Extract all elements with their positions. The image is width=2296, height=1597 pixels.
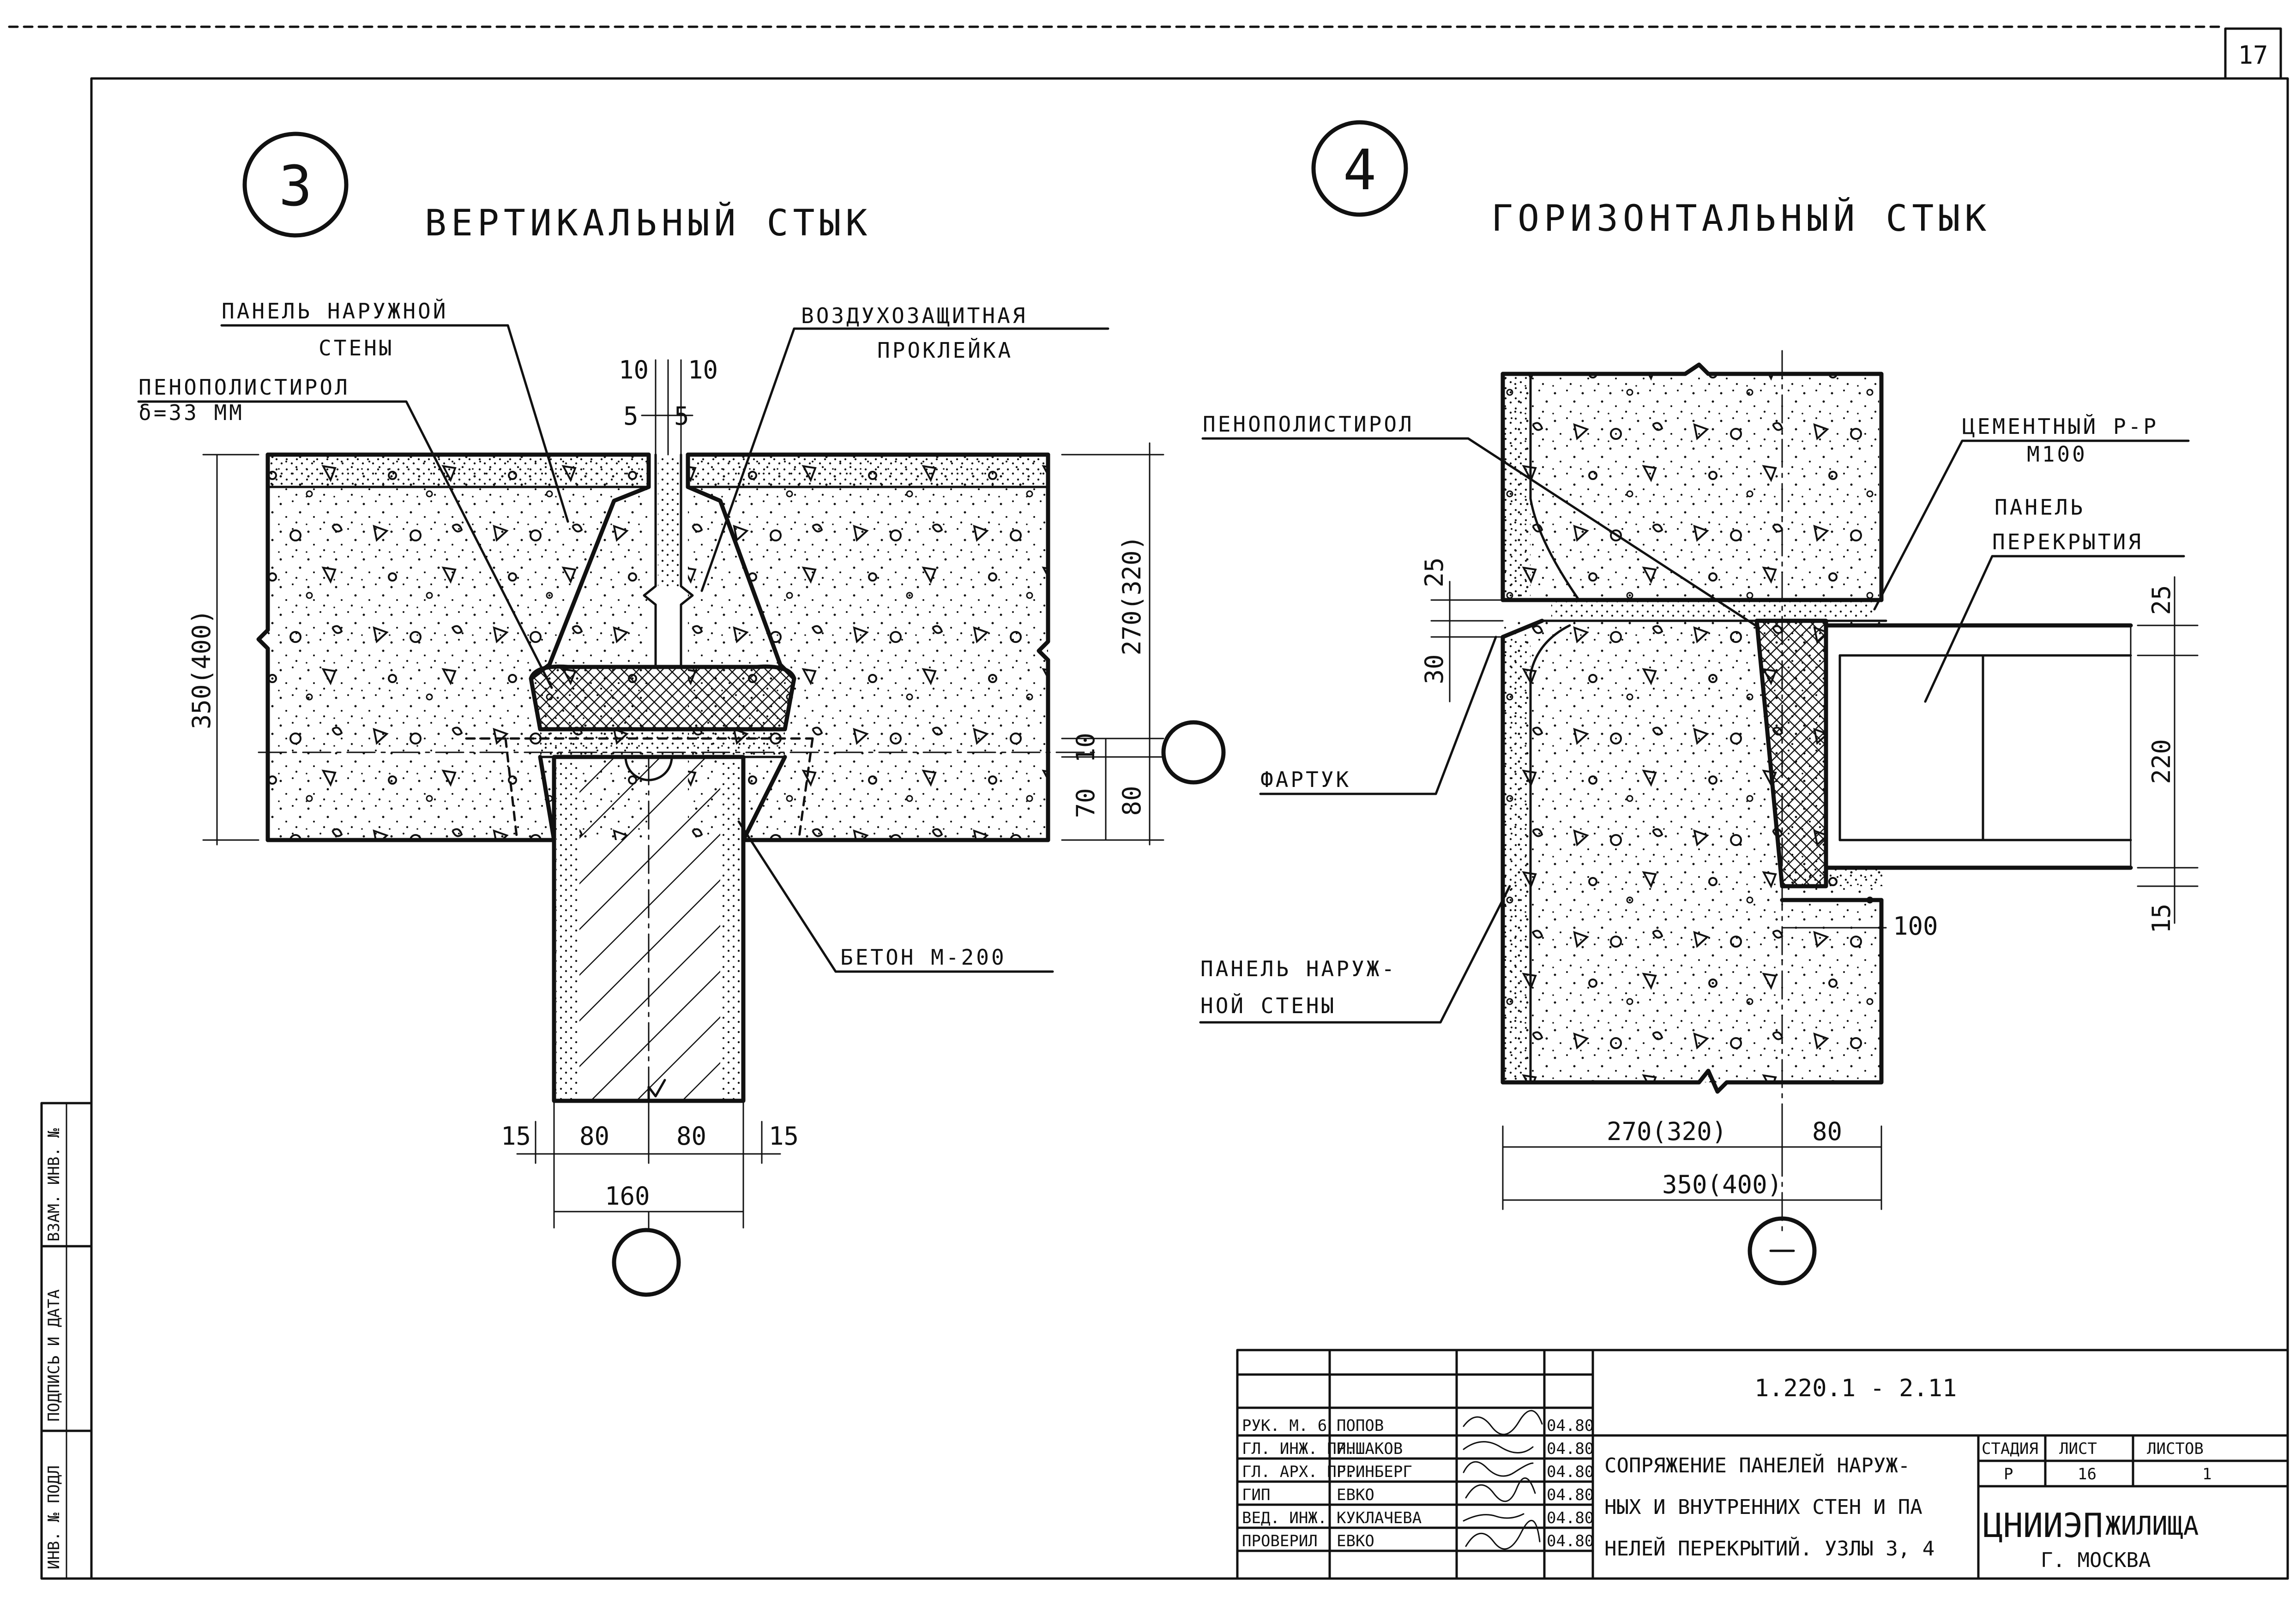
tb-sheet-header: ЛИСТ — [2059, 1440, 2097, 1458]
node3-label-air-2: ПРОКЛЕЙКА — [877, 338, 1013, 363]
node3-dim-80: 80 — [1117, 786, 1146, 816]
node3-dim-b80a: 80 — [579, 1122, 609, 1151]
node3-drawing: 3 ВЕРТИКАЛЬНЫЙ СТЫК — [137, 132, 1226, 1297]
node3-axis-marker-bottom — [612, 1228, 681, 1297]
tb-date-4: 04.80 — [1547, 1509, 1594, 1527]
tb-name-4: КУКЛАЧЕВА — [1337, 1509, 1422, 1527]
node4-dim-15: 15 — [2147, 903, 2176, 933]
node4-label-wall-2: НОЙ СТЕНЫ — [1200, 993, 1336, 1018]
tb-stage-value: Р — [2004, 1465, 2013, 1483]
tb-title-3: НЕЛЕЙ ПЕРЕКРЫТИЙ. УЗЛЫ 3, 4 — [1604, 1536, 1934, 1561]
node4-label-apron: ФАРТУК — [1260, 767, 1351, 792]
title-block: 1.220.1 - 2.11 РУК. М. 6 ПОПОВ 04.80 ГЛ.… — [1236, 1349, 2289, 1580]
node4-label-wall-1: ПАНЕЛЬ НАРУЖ- — [1200, 956, 1397, 981]
node4-dim-30: 30 — [1420, 654, 1449, 684]
node3-dim-gap-10b: 10 — [688, 355, 718, 384]
side-stamp: ИНВ. № ПОДЛ ПОДПИСЬ И ДАТА ВЗАМ. ИНВ. № — [40, 1102, 93, 1580]
tb-name-2: ГРИНБЕРГ — [1337, 1463, 1412, 1481]
tb-date-3: 04.80 — [1547, 1486, 1594, 1504]
node4-label-cement-1: ЦЕМЕНТНЫЙ Р-Р — [1962, 414, 2158, 439]
tb-role-1: ГЛ. ИНЖ. ПР. — [1242, 1440, 1356, 1458]
tb-date-1: 04.80 — [1547, 1440, 1594, 1458]
node4-dim-100: 100 — [1893, 912, 1938, 941]
side-sign: ПОДПИСЬ И ДАТА — [45, 1289, 63, 1422]
node3-dim-70: 70 — [1071, 788, 1100, 818]
tb-role-5: ПРОВЕРИЛ — [1242, 1532, 1318, 1550]
node4-label-cement-2: М100 — [2027, 442, 2087, 467]
node3-label-air-1: ВОЗДУХОЗАЩИТНАЯ — [801, 303, 1027, 328]
tb-row-5: ПРОВЕРИЛ ЕВКО 04.80 — [1242, 1532, 1594, 1550]
tb-role-3: ГИП — [1242, 1486, 1270, 1504]
sheet-frame: 17 — [8, 25, 2289, 1580]
tb-org-3: Г. МОСКВА — [2041, 1549, 2151, 1572]
node4-dim-25b: 25 — [2147, 585, 2176, 615]
node3-dim-gap-5a: 5 — [623, 402, 639, 431]
tb-role-0: РУК. М. 6 — [1242, 1417, 1327, 1435]
tb-org-1: ЦНИИЭП — [1983, 1506, 2103, 1545]
tb-sheet-value: 16 — [2078, 1465, 2097, 1483]
node3-dim-b80b: 80 — [676, 1122, 706, 1151]
node4-title: ГОРИЗОНТАЛЬНЫЙ СТЫК — [1491, 197, 1991, 240]
tb-code: 1.220.1 - 2.11 — [1754, 1375, 1957, 1402]
node3-label-panel-outer-1: ПАНЕЛЬ НАРУЖНОЙ — [222, 299, 448, 324]
node4-dim-w80: 80 — [1812, 1117, 1842, 1146]
tb-role-4: ВЕД. ИНЖ. — [1242, 1509, 1327, 1527]
node3-dim-height-inner: 270(320) — [1117, 535, 1146, 655]
tb-name-1: ИНШАКОВ — [1337, 1440, 1403, 1458]
node3-title: ВЕРТИКАЛЬНЫЙ СТЫК — [425, 202, 872, 244]
tb-row-3: ГИП ЕВКО 04.80 — [1242, 1486, 1594, 1504]
node3-dim-b15b: 15 — [769, 1122, 799, 1151]
tb-row-0: РУК. М. 6 ПОПОВ 04.80 — [1242, 1417, 1594, 1435]
node3-axis-marker-right — [1161, 720, 1226, 785]
tb-stage-header: СТАДИЯ — [1982, 1440, 2038, 1458]
node4-label-slab-2: ПЕРЕКРЫТИЯ — [1992, 529, 2143, 554]
tb-date-0: 04.80 — [1547, 1417, 1594, 1435]
node3-label-concrete: БЕТОН М-200 — [840, 945, 1006, 970]
node4-dim-220: 220 — [2147, 739, 2176, 784]
tb-date-2: 04.80 — [1547, 1463, 1594, 1481]
tb-name-0: ПОПОВ — [1337, 1417, 1384, 1435]
node3-dim-height-total: 350(400) — [187, 609, 216, 729]
tb-row-2: ГЛ. АРХ. ПР. ГРИНБЕРГ 04.80 — [1242, 1463, 1594, 1481]
tb-title-1: СОПРЯЖЕНИЕ ПАНЕЛЕЙ НАРУЖ- — [1604, 1453, 1910, 1477]
node4-dim-w270: 270(320) — [1607, 1117, 1727, 1146]
tb-sheets-header: ЛИСТОВ — [2147, 1440, 2204, 1458]
node4-axis-marker-bottom — [1748, 1216, 1817, 1285]
tb-sheets-value: 1 — [2202, 1465, 2212, 1483]
node3-label-panel-outer-2: СТЕНЫ — [319, 336, 394, 360]
tb-date-5: 04.80 — [1547, 1532, 1594, 1550]
node3-dim-b15a: 15 — [501, 1122, 531, 1151]
page-number-box — [2224, 27, 2282, 80]
node4-number-circle — [1311, 120, 1408, 217]
tb-role-2: ГЛ. АРХ. ПР. — [1242, 1463, 1356, 1481]
node3-number-circle — [242, 132, 349, 238]
node4-label-slab-1: ПАНЕЛЬ — [1995, 495, 2085, 520]
node4-label-foam: ПЕНОПОЛИСТИРОЛ — [1203, 412, 1414, 437]
tb-name-5: ЕВКО — [1337, 1532, 1374, 1550]
tb-row-1: ГЛ. ИНЖ. ПР. ИНШАКОВ 04.80 — [1242, 1440, 1594, 1458]
tb-org-2: ЖИЛИЩА — [2105, 1511, 2199, 1541]
side-inv: ИНВ. № ПОДЛ — [45, 1465, 63, 1569]
node3-dim-10: 10 — [1071, 732, 1100, 762]
node4-drawing: 4 ГОРИЗОНТАЛЬНЫЙ СТЫК — [1199, 120, 2199, 1285]
node3-label-foam-2: δ=33 ММ — [139, 400, 244, 425]
node4-dim-25a: 25 — [1420, 557, 1449, 587]
signatures — [1463, 1410, 1543, 1550]
node3-dim-b160: 160 — [605, 1182, 650, 1211]
tb-row-4: ВЕД. ИНЖ. КУКЛАЧЕВА 04.80 — [1242, 1509, 1594, 1527]
node3-number: 3 — [279, 155, 312, 219]
node4-number: 4 — [1343, 138, 1376, 203]
node4-dim-w350: 350(400) — [1662, 1170, 1782, 1199]
tb-title-2: НЫХ И ВНУТРЕННИХ СТЕН И ПА — [1604, 1495, 1922, 1519]
tb-name-3: ЕВКО — [1337, 1486, 1374, 1504]
page-number: 17 — [2238, 41, 2268, 70]
node3-dim-gap-10a: 10 — [619, 355, 649, 384]
node3-label-foam-1: ПЕНОПОЛИСТИРОЛ — [139, 375, 350, 400]
side-vzam: ВЗАМ. ИНВ. № — [45, 1128, 63, 1242]
